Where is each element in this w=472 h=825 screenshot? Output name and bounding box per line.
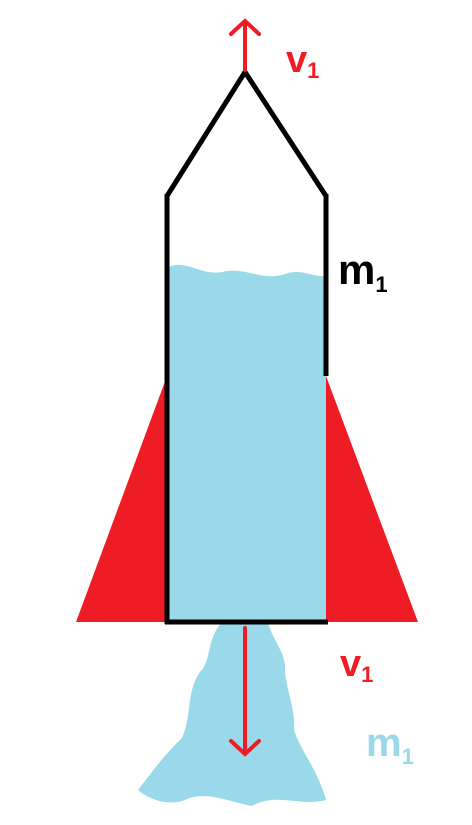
exhaust-water bbox=[138, 622, 326, 806]
mass-tank-label: m1 bbox=[338, 246, 388, 297]
right-fin bbox=[326, 376, 418, 622]
velocity-bottom-label: v1 bbox=[340, 643, 373, 687]
velocity-top-label: v1 bbox=[286, 39, 319, 83]
tank-water bbox=[167, 264, 326, 622]
velocity-up-arrow bbox=[229, 18, 261, 72]
rocket-nose-outline bbox=[164, 67, 329, 198]
left-fin bbox=[76, 376, 167, 622]
mass-exhaust-label: m1 bbox=[366, 721, 414, 769]
velocity-down-arrow bbox=[229, 626, 261, 757]
